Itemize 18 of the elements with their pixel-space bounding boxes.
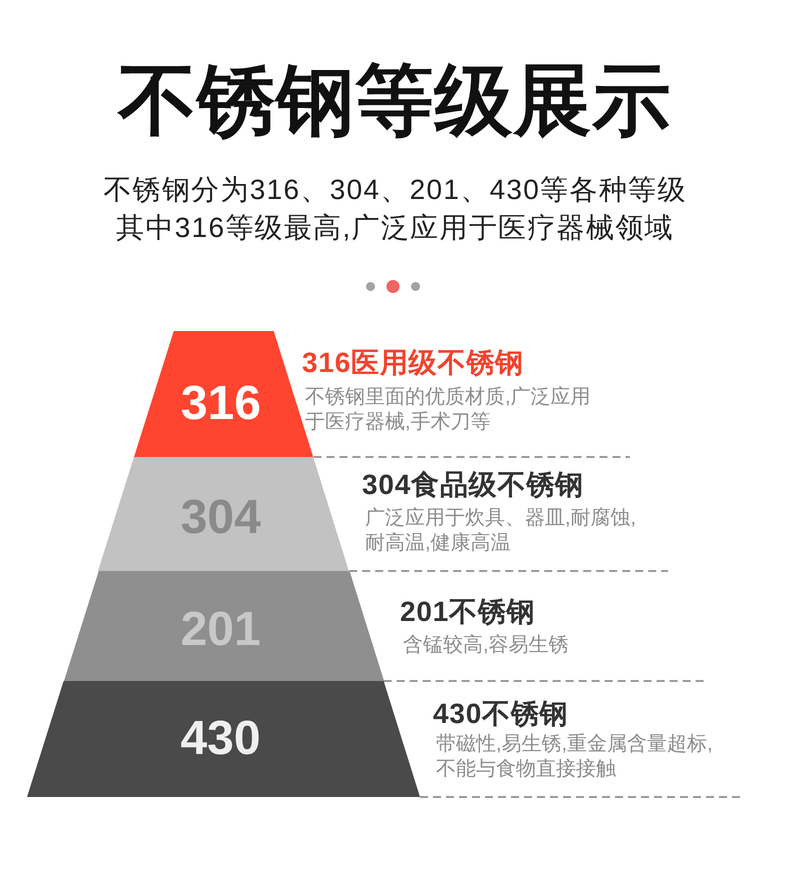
subtitle-text: 其中316等级最高,广泛应用于医疗器械领域 bbox=[116, 211, 674, 245]
tier-title: 316医用级不锈钢 bbox=[302, 346, 524, 380]
tier-number: 430 bbox=[180, 713, 261, 765]
tier-title: 201不锈钢 bbox=[400, 595, 536, 629]
pyramid-tier bbox=[98, 457, 350, 571]
tier-description: 广泛应用于炊具、器皿,耐腐蚀,耐高温,健康高温 bbox=[365, 506, 638, 556]
tier-number: 316 bbox=[180, 378, 261, 430]
pyramid-tier bbox=[64, 571, 384, 681]
subtitle-text: 不锈钢分为316、304、201、430等各种等级 bbox=[103, 173, 687, 207]
tier-number: 201 bbox=[180, 604, 261, 656]
tier-number: 304 bbox=[180, 492, 261, 544]
tier-description: 含锰较高,容易生锈 bbox=[403, 633, 570, 658]
tier-description: 带磁性,易生锈,重金属含量超标,不能与食物直接接触 bbox=[436, 732, 714, 782]
tier-description: 不锈钢里面的优质材质,广泛应用于医疗器械,手术刀等 bbox=[305, 385, 592, 435]
pyramid-tier bbox=[27, 681, 420, 797]
title: 不锈钢等级展示 bbox=[118, 58, 672, 142]
tier-title: 430不锈钢 bbox=[433, 697, 569, 731]
tier-title: 304食品级不锈钢 bbox=[362, 468, 584, 502]
